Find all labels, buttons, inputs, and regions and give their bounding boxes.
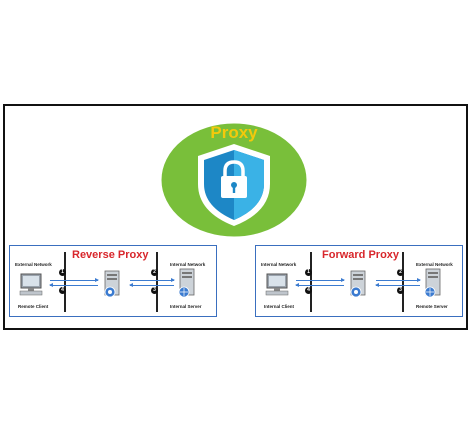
forward-proxy-title: Forward Proxy bbox=[322, 249, 400, 261]
external-network-label: External Network bbox=[15, 262, 52, 267]
internal-server-label: Internal Server bbox=[170, 304, 202, 309]
remote-server-icon bbox=[424, 268, 441, 298]
computer-icon bbox=[19, 273, 43, 296]
internal-server-icon bbox=[178, 268, 195, 298]
internal-network-label: Internal Network bbox=[261, 262, 297, 267]
step-2-badge: 2 bbox=[151, 269, 158, 276]
return-arrow bbox=[129, 283, 174, 287]
response-arrow bbox=[49, 283, 98, 287]
logo-title: Proxy bbox=[210, 123, 258, 142]
step-4-badge: 4 bbox=[59, 287, 66, 294]
forward-arrow bbox=[376, 278, 421, 282]
internal-network-label: Internal Network bbox=[170, 262, 206, 267]
computer-icon bbox=[265, 273, 289, 296]
forward-arrow bbox=[130, 278, 175, 282]
padlock-icon bbox=[221, 160, 247, 198]
step-4-badge: 4 bbox=[305, 287, 312, 294]
forward-proxy-panel: Forward Proxy Internal Network External … bbox=[255, 245, 463, 317]
step-3-badge: 3 bbox=[397, 287, 404, 294]
request-arrow bbox=[50, 278, 99, 282]
response-arrow bbox=[295, 283, 344, 287]
step-3-badge: 3 bbox=[151, 287, 158, 294]
reverse-proxy-panel: Reverse Proxy External Network Internal … bbox=[9, 245, 217, 317]
internal-client-label: Internal Client bbox=[264, 304, 295, 309]
firewall-left bbox=[310, 252, 312, 312]
request-arrow bbox=[296, 278, 345, 282]
return-arrow bbox=[375, 283, 420, 287]
remote-client-label: Remote Client bbox=[18, 304, 49, 309]
proxy-logo: Proxy bbox=[158, 120, 310, 238]
remote-server-label: Remote Server bbox=[416, 304, 448, 309]
firewall-right bbox=[156, 252, 158, 312]
step-2-badge: 2 bbox=[397, 269, 404, 276]
external-network-label: External Network bbox=[416, 262, 453, 267]
step-1-badge: 1 bbox=[305, 269, 312, 276]
firewall-left bbox=[64, 252, 66, 312]
step-1-badge: 1 bbox=[59, 269, 66, 276]
proxy-server-icon bbox=[350, 270, 366, 298]
proxy-server-icon bbox=[104, 270, 120, 298]
firewall-right bbox=[402, 252, 404, 312]
reverse-proxy-title: Reverse Proxy bbox=[72, 249, 149, 261]
